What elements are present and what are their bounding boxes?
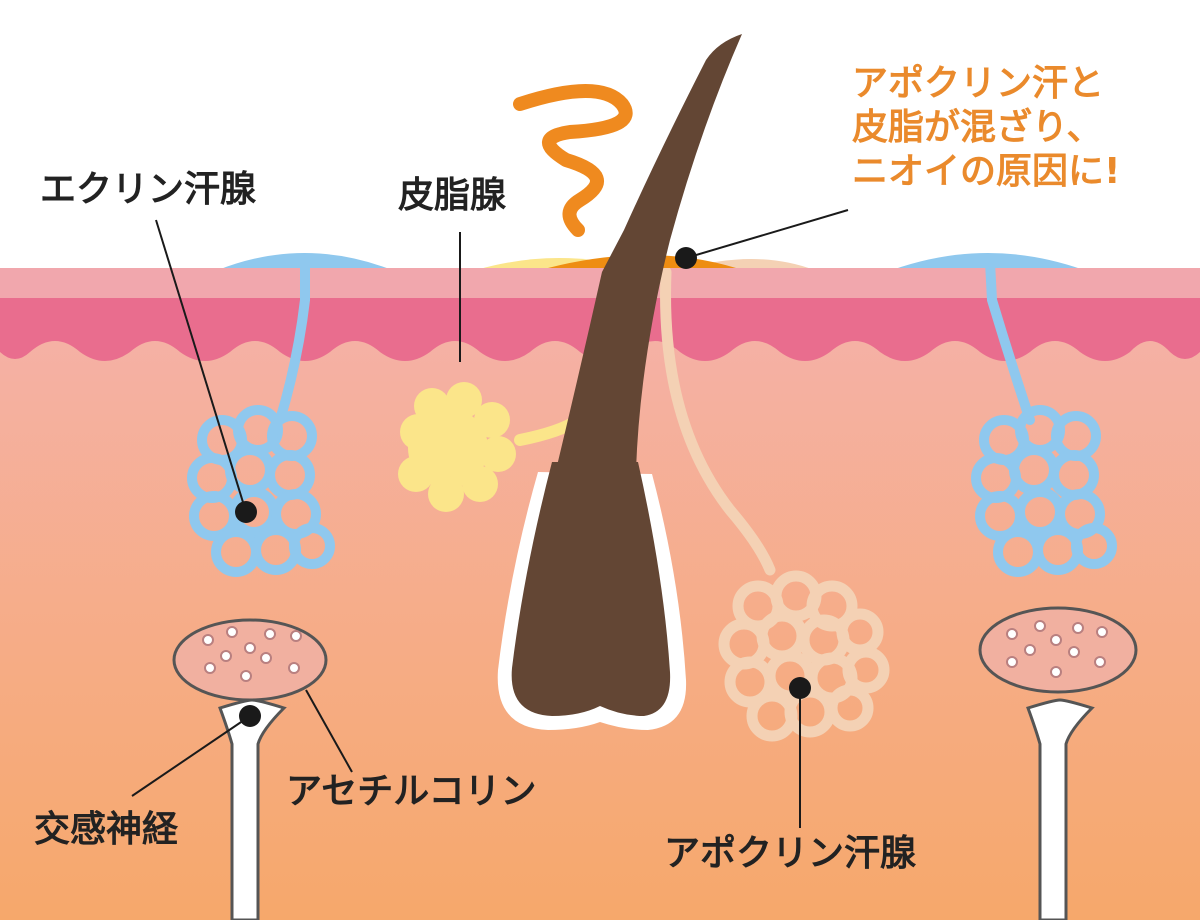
leader-lines [131, 209, 849, 828]
hair-bulb [511, 462, 671, 716]
callout-line-2: 皮脂が混ざり、 [852, 107, 1103, 148]
odor-wave-icon [513, 84, 633, 237]
leader-dots [235, 247, 811, 727]
label-eccrine-gland: エクリン汗腺 [40, 169, 257, 210]
eccrine-sweat-surface-left [218, 253, 392, 270]
label-sympathetic-nerve: 交感神経 [34, 809, 179, 850]
odor-callout: アポクリン汗と 皮脂が混ざり、 ニオイの原因に! [852, 62, 1120, 194]
eccrine-gland-left [187, 268, 335, 577]
sympathetic-nerve-right [978, 606, 1138, 920]
label-apocrine-gland: アポクリン汗腺 [664, 833, 917, 874]
label-sebaceous-gland: 皮脂腺 [398, 175, 507, 216]
callout-line-1: アポクリン汗と [852, 63, 1105, 104]
hair-shaft-icon [556, 34, 742, 470]
sympathetic-nerve-left [172, 618, 328, 920]
eccrine-sweat-surface-right [892, 253, 1084, 270]
label-acetylcholine: アセチルコリン [286, 771, 537, 812]
callout-line-3: ニオイの原因に! [852, 151, 1121, 192]
apocrine-gland [660, 268, 890, 742]
eccrine-gland-right [971, 268, 1117, 577]
